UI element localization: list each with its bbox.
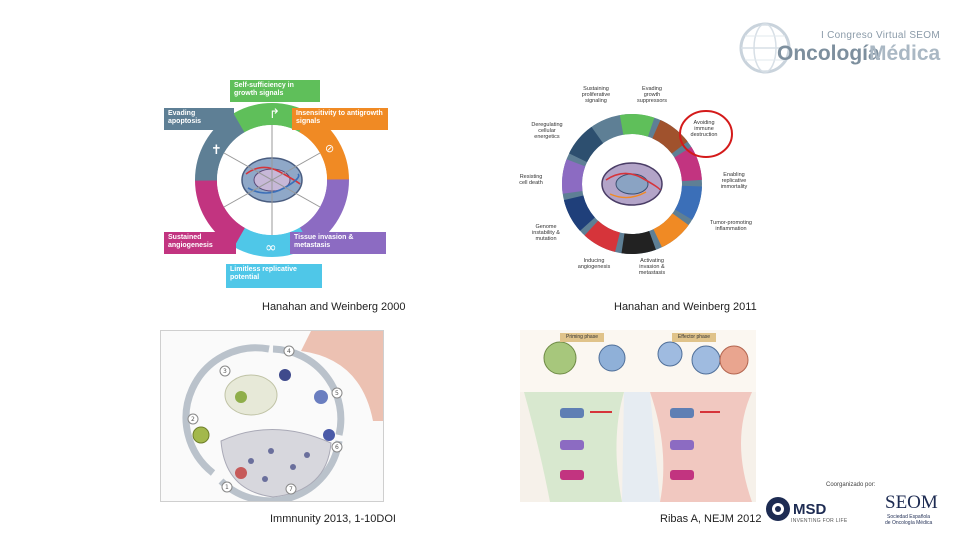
ribas-figure: Priming phase Effector phase (520, 330, 756, 502)
label-invasion: Tissue invasion & metastasis (290, 232, 386, 254)
effector-phase-label: Effector phase (672, 333, 716, 342)
globe-icon (739, 22, 791, 74)
svg-text:⊘: ⊘ (325, 142, 334, 155)
svg-text:3: 3 (223, 368, 227, 375)
caption-hallmarks-2000: Hanahan and Weinberg 2000 (262, 301, 406, 313)
label-2011-6: Tumor-promoting inflammation (710, 220, 752, 232)
svg-text:5: 5 (335, 390, 339, 397)
caption-hallmarks-2011: Hanahan and Weinberg 2011 (614, 301, 757, 313)
label-angiogenesis: Sustained angiogenesis (164, 232, 236, 254)
label-evading-apoptosis: Evading apoptosis (164, 108, 234, 130)
label-2011-7: Genome instability & mutation (532, 224, 560, 242)
svg-text:6: 6 (335, 444, 339, 451)
svg-text:∞: ∞ (265, 240, 277, 256)
hallmarks-2011-figure: Sustaining proliferative signaling Evadi… (512, 84, 764, 280)
msd-wordmark: MSD (793, 501, 827, 518)
msd-tagline: INVENTING FOR LIFE (791, 518, 848, 524)
seom-subtitle-2: de Oncología Médica (885, 520, 933, 526)
svg-text:7: 7 (289, 486, 293, 493)
label-2011-8: Inducing angiogenesis (577, 258, 611, 270)
oncologia-word: Oncología (777, 42, 880, 65)
label-2011-9: Activating invasion & metastasis (638, 258, 666, 276)
hallmarks-2000-figure: ↱ ⊘ ✝ ∞ Self-sufficiency in growth signa… (160, 76, 392, 290)
immunity-cycle-figure: 4 3 5 6 7 1 2 (160, 330, 384, 502)
caption-ribas: Ribas A, NEJM 2012 (660, 513, 762, 525)
label-antigrowth: Insensitivity to antigrowth signals (292, 108, 388, 130)
label-2011-3: Deregulating cellular energetics (531, 122, 563, 140)
label-2011-1: Evading growth suppressors (637, 86, 667, 104)
seom-subtitle-1: Sociedad Española (887, 514, 931, 520)
seom-wordmark: SEOM (885, 492, 938, 513)
caption-immunity: Immnunity 2013, 1-10DOI (270, 513, 396, 525)
svg-text:4: 4 (287, 348, 291, 355)
svg-text:2: 2 (191, 416, 195, 423)
label-replicative: Limitless replicative potential (226, 264, 322, 288)
congress-logo: I Congreso Virtual SEOM Oncología Médica (735, 18, 950, 78)
svg-text:1: 1 (225, 484, 229, 491)
coorganized-label: Coorganizado por: (826, 482, 876, 488)
label-2011-0: Sustaining proliferative signaling (581, 86, 611, 104)
label-self-sufficiency: Self-sufficiency in growth signals (230, 80, 320, 102)
label-2011-5: Resisting cell death (519, 174, 543, 186)
svg-text:↱: ↱ (269, 107, 280, 122)
svg-text:✝: ✝ (211, 143, 222, 158)
annotation-circle (679, 110, 733, 158)
priming-phase-label: Priming phase (560, 333, 604, 342)
medica-word: Médica (869, 42, 941, 65)
msd-logo-icon (766, 497, 790, 521)
congress-title: I Congreso Virtual SEOM (821, 30, 940, 41)
label-2011-4: Enabling replicative immortality (720, 172, 748, 190)
label-2011-2: Avoiding immune destruction (690, 120, 718, 138)
